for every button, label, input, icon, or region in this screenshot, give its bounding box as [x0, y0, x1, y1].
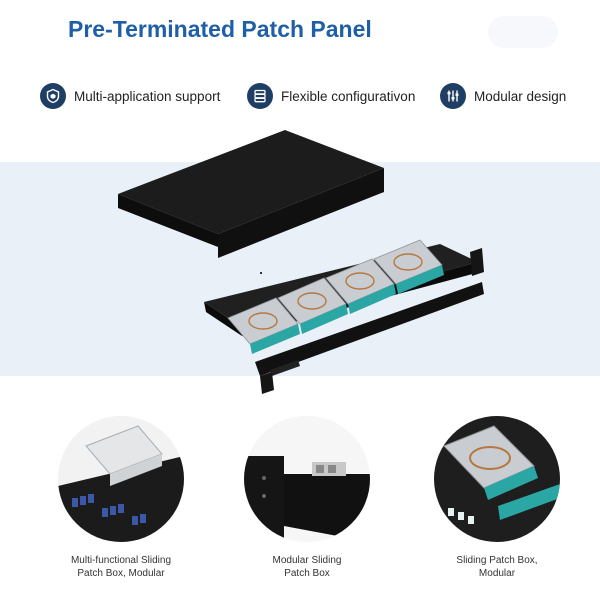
feature-label: Modular design	[474, 88, 567, 104]
feature-label: Multi-application support	[74, 88, 221, 104]
caption-line: Modular Sliding	[272, 555, 342, 566]
caption-line: Sliding Patch Box,	[456, 555, 538, 566]
shield-cube-icon	[40, 83, 66, 109]
detail-caption: Multi-functional Sliding Patch Box, Modu…	[41, 554, 201, 580]
detail-caption: Sliding Patch Box, Modular	[417, 554, 577, 580]
caption-line: Multi-functional Sliding	[70, 555, 172, 566]
patch-panel-image	[118, 130, 484, 394]
detail-image-modular-sliding	[244, 416, 370, 542]
feature-flexible-configuration: Flexible configurativon	[247, 82, 415, 110]
feature-modular-design: Modular design	[440, 82, 566, 110]
caption-line: Patch Box	[284, 568, 330, 579]
detail-image-multi-functional	[58, 416, 184, 542]
cassette-group	[227, 239, 444, 354]
watermark	[488, 16, 558, 48]
detail-caption: Modular Sliding Patch Box	[227, 554, 387, 580]
feature-multi-application: Multi-application support	[40, 82, 220, 110]
sliders-icon	[440, 83, 466, 109]
feature-list: Multi-application support Flexible confi…	[40, 82, 580, 110]
caption-line: Patch Box, Modular	[77, 568, 165, 579]
page-title: Pre-Terminated Patch Panel	[68, 16, 372, 42]
feature-label: Flexible configurativon	[281, 88, 416, 104]
database-stack-icon	[247, 83, 273, 109]
detail-image-sliding-patch-box	[434, 416, 560, 542]
caption-line: Modular	[478, 568, 516, 579]
